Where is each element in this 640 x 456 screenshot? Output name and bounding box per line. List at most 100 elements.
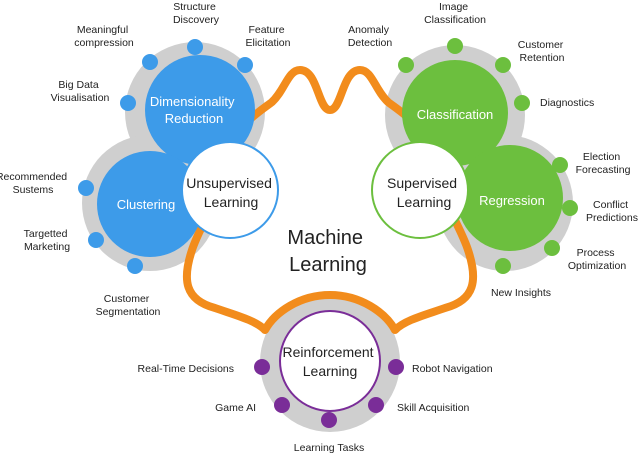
label-structure-discovery: Structure Discovery (173, 1, 220, 26)
clustering-circle (97, 151, 203, 257)
structure-discovery-line1: Structure (173, 1, 216, 13)
big-data-line1: Big Data (58, 79, 98, 91)
dot-process-optimization (544, 240, 560, 256)
reinforcement-hub-line1: Reinforcement (283, 344, 374, 360)
label-anomaly-detection: Anomaly Detection (348, 24, 393, 49)
dot-real-time-decisions (254, 359, 270, 375)
dot-diagnostics (514, 95, 530, 111)
learning-tasks-line1: Learning Tasks (294, 442, 364, 454)
dot-robot-navigation (388, 359, 404, 375)
reinforcement-learning-hub (279, 310, 381, 412)
recommended-line1: Recommended (0, 171, 67, 183)
structure-discovery-line2: Discovery (173, 14, 220, 26)
dot-anomaly-detection (398, 57, 414, 73)
label-process-optimization: Process Optimization (568, 247, 627, 272)
label-new-insights: New Insights (491, 287, 551, 299)
reinforcement-dots (254, 359, 404, 428)
regression-circle (457, 145, 563, 251)
targetted-line1: Targetted (24, 228, 68, 240)
clustering-label: Clustering (117, 197, 176, 212)
dimensionality-reduction-label: Dimensionality Reduction (150, 94, 238, 126)
anomaly-line1: Anomaly (348, 24, 390, 36)
supervised-dots (398, 38, 578, 274)
dot-learning-tasks (321, 412, 337, 428)
dot-big-data-visualisation (120, 95, 136, 111)
unsupervised-dots (78, 39, 253, 274)
diagnostics-line1: Diagnostics (540, 97, 594, 109)
recommended-line2: Sustems (13, 184, 54, 196)
center-title-line2: Learning (289, 254, 367, 276)
robot-nav-line1: Robot Navigation (412, 363, 493, 375)
dot-election-forecasting (552, 157, 568, 173)
dot-new-insights (495, 258, 511, 274)
dot-feature-elicitation (237, 57, 253, 73)
regression-label: Regression (479, 193, 545, 208)
game-ai-line1: Game AI (215, 402, 256, 414)
supervised-hub-line1: Supervised (387, 175, 457, 191)
targetted-line2: Marketing (24, 241, 70, 253)
supervised-hub-line2: Learning (397, 194, 452, 210)
unsupervised-hub-line2: Learning (204, 194, 259, 210)
skill-line1: Skill Acquisition (397, 402, 470, 414)
dimensionality-line1: Dimensionality (150, 94, 235, 109)
unsupervised-hub-line1: Unsupervised (186, 175, 272, 191)
conflict-line1: Conflict (593, 199, 628, 211)
process-line2: Optimization (568, 260, 627, 272)
dot-skill-acquisition (368, 397, 384, 413)
image-class-line1: Image (439, 1, 468, 13)
label-meaningful-compression: Meaningful compression (74, 24, 134, 49)
reinforcement-hub-line2: Learning (303, 363, 358, 379)
image-class-line2: Classification (424, 14, 486, 26)
feature-elicitation-line1: Feature (248, 24, 284, 36)
label-robot-navigation: Robot Navigation (412, 363, 493, 375)
center-title: Machine Learning (287, 227, 368, 276)
label-image-classification: Image Classification (424, 1, 486, 26)
segmentation-line2: Segmentation (96, 306, 161, 318)
dimensionality-line2: Reduction (165, 111, 224, 126)
label-feature-elicitation: Feature Elicitation (246, 24, 291, 49)
label-game-ai: Game AI (215, 402, 256, 414)
label-customer-retention: Customer Retention (518, 39, 566, 64)
label-learning-tasks: Learning Tasks (294, 442, 364, 454)
unsupervised-hub-label: Unsupervised Learning (186, 175, 276, 210)
unsupervised-learning-hub (181, 141, 279, 239)
dot-meaningful-compression (142, 54, 158, 70)
new-insights-line1: New Insights (491, 287, 551, 299)
retention-line1: Customer (518, 39, 564, 51)
dot-customer-retention (495, 57, 511, 73)
dot-recommended-systems (78, 180, 94, 196)
dot-customer-segmentation (127, 258, 143, 274)
orange-path (182, 66, 478, 334)
election-line2: Forecasting (576, 164, 631, 176)
label-targetted-marketing: Targetted Marketing (24, 228, 71, 253)
label-diagnostics: Diagnostics (540, 97, 594, 109)
supervised-learning-hub (371, 141, 469, 239)
feature-elicitation-line2: Elicitation (246, 37, 291, 49)
real-time-line1: Real-Time Decisions (138, 363, 234, 375)
reinforcement-hub-label: Reinforcement Learning (283, 344, 378, 379)
label-real-time-decisions: Real-Time Decisions (138, 363, 234, 375)
conflict-line2: Predictions (586, 212, 638, 224)
center-title-line1: Machine (287, 227, 363, 249)
election-line1: Election (583, 151, 621, 163)
dimensionality-reduction-circle (145, 55, 255, 165)
label-skill-acquisition: Skill Acquisition (397, 402, 470, 414)
label-conflict-predictions: Conflict Predictions (586, 199, 638, 224)
label-big-data-visualisation: Big Data Visualisation (51, 79, 110, 104)
dot-targetted-marketing (88, 232, 104, 248)
meaningful-compression-line1: Meaningful (77, 24, 128, 36)
process-line1: Process (577, 247, 615, 259)
supervised-hub-label: Supervised Learning (387, 175, 461, 210)
segmentation-line1: Customer (104, 293, 150, 305)
dot-conflict-predictions (562, 200, 578, 216)
anomaly-line2: Detection (348, 37, 393, 49)
dot-game-ai (274, 397, 290, 413)
classification-circle (402, 60, 508, 166)
retention-line2: Retention (520, 52, 565, 64)
label-customer-segmentation: Customer Segmentation (96, 293, 161, 318)
classification-label: Classification (417, 107, 494, 122)
big-data-line2: Visualisation (51, 92, 110, 104)
dot-image-classification (447, 38, 463, 54)
label-election-forecasting: Election Forecasting (576, 151, 631, 176)
